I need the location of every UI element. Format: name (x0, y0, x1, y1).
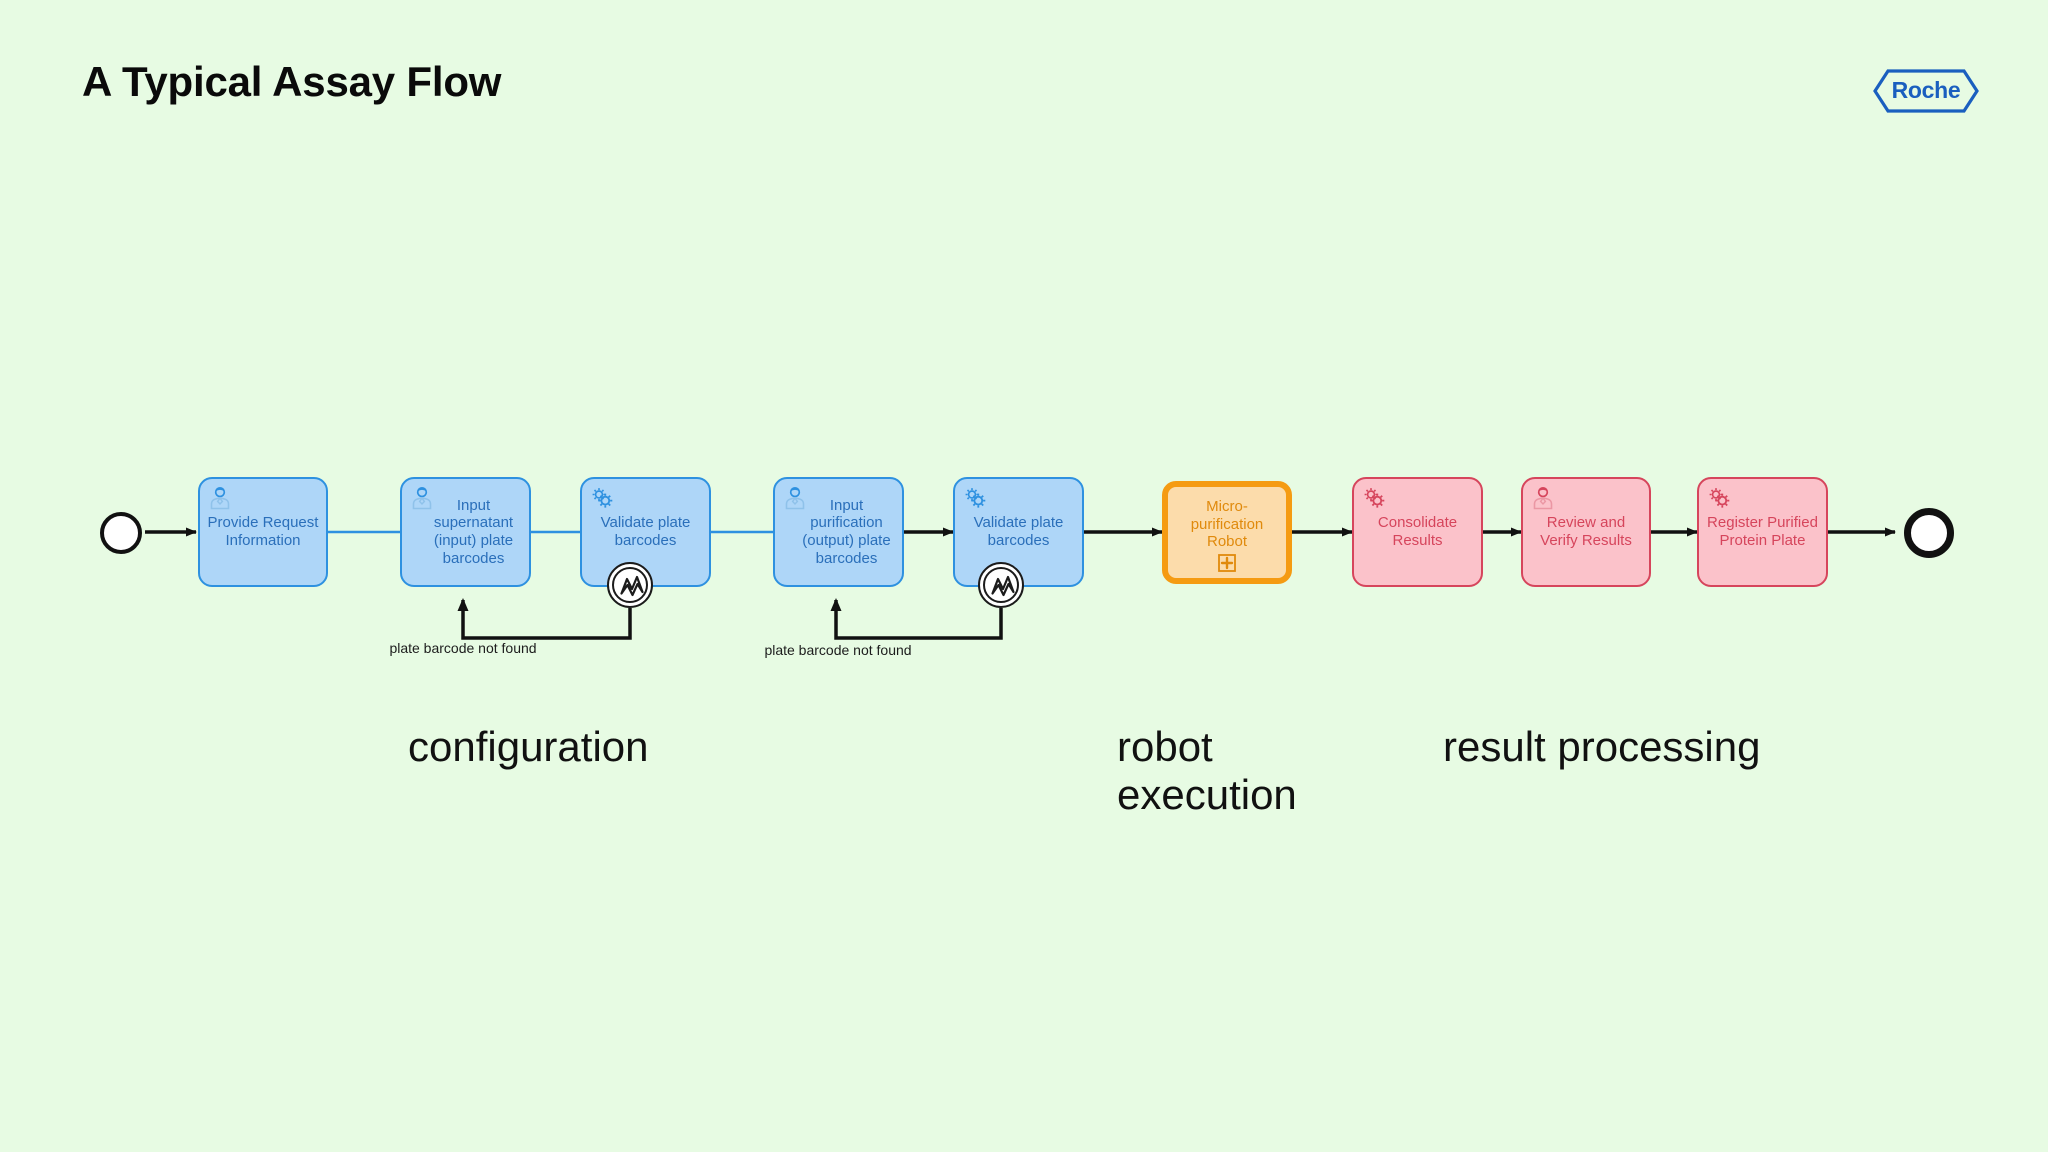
end-event[interactable] (1904, 508, 1954, 558)
task-label: Validate plate barcodes (600, 514, 691, 549)
error-boundary-event-2[interactable] (978, 562, 1024, 608)
task-register-purified-protein-plate[interactable]: Register Purified Protein Plate (1697, 477, 1828, 587)
boundary-inner-ring (983, 567, 1019, 603)
boundary-inner-ring (612, 567, 648, 603)
task-label: Validate plate barcodes (973, 514, 1064, 549)
phase-label-robot-execution: robot execution (1117, 723, 1297, 818)
task-label: Review and Verify Results (1540, 514, 1632, 549)
task-validate-plate-barcodes-1[interactable]: Validate plate barcodes (580, 477, 711, 587)
error-bolt-icon (620, 575, 644, 597)
task-input-purification-plate-barcodes[interactable]: Input purification (output) plate barcod… (773, 477, 904, 587)
task-label: Input supernatant (input) plate barcodes (433, 496, 514, 567)
service-task-gears-icon (592, 488, 613, 508)
edge-label-error-1: plate barcode not found (389, 640, 537, 656)
user-task-icon (210, 487, 230, 510)
page-title: A Typical Assay Flow (82, 58, 502, 105)
task-input-supernatant-plate-barcodes[interactable]: Input supernatant (input) plate barcodes (400, 477, 531, 587)
task-label: Input purification (output) plate barcod… (802, 496, 891, 567)
phase-label-result-processing: result processing (1443, 723, 1761, 770)
service-task-gears-icon (965, 488, 986, 508)
edge-label-error-2: plate barcode not found (764, 642, 912, 658)
task-consolidate-results[interactable]: Consolidate Results (1352, 477, 1483, 587)
subprocess-micro-purification-robot[interactable]: Micro- purification Robot (1162, 481, 1292, 584)
error-boundary-event-1[interactable] (607, 562, 653, 608)
collapsed-subprocess-plus-icon (1218, 554, 1236, 572)
user-task-icon (785, 487, 805, 510)
roche-hexagon-icon (1873, 69, 1979, 113)
edge-error-loop-1 (457, 598, 632, 640)
roche-wordmark: Roche (1891, 76, 1961, 103)
user-task-icon (1533, 487, 1553, 510)
task-provide-request-information[interactable]: Provide Request Information (198, 477, 328, 587)
start-event[interactable] (100, 512, 142, 554)
task-label: Provide Request Information (207, 514, 319, 549)
error-bolt-icon (991, 575, 1015, 597)
roche-logo: Roche (1872, 68, 1980, 114)
edge-error-loop-2 (830, 598, 1003, 640)
user-task-icon (412, 487, 432, 510)
task-review-and-verify-results[interactable]: Review and Verify Results (1521, 477, 1651, 587)
task-label: Micro- purification Robot (1190, 497, 1264, 551)
phase-label-configuration: configuration (408, 723, 649, 770)
task-label: Consolidate Results (1377, 514, 1458, 549)
service-task-gears-icon (1709, 488, 1730, 508)
service-task-gears-icon (1364, 488, 1385, 508)
task-label: Register Purified Protein Plate (1707, 514, 1818, 549)
